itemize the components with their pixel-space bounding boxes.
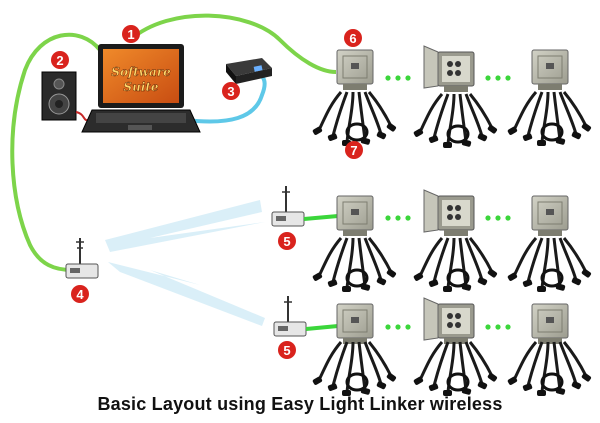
marker-receiver-row2: 5: [278, 232, 296, 250]
speaker-icon: [41, 71, 91, 122]
svg-text:5: 5: [283, 234, 290, 249]
blue-usb-cable: [184, 74, 267, 124]
svg-text:3: 3: [227, 84, 234, 99]
controller-box-icon: [531, 49, 569, 91]
green-cable-to-transmitter: [10, 32, 102, 272]
svg-text:2: 2: [56, 53, 63, 68]
diagram-caption: Basic Layout using Easy Light Linker wir…: [97, 394, 503, 414]
light-cords-icon: [505, 340, 594, 398]
svg-text:6: 6: [349, 31, 356, 46]
light-cords-icon: [411, 236, 500, 294]
svg-text:1: 1: [127, 27, 134, 42]
light-cords-icon: [505, 236, 594, 294]
light-cords-icon: [310, 236, 399, 294]
open-controller-box-icon: [423, 189, 475, 237]
open-controller-box-icon: [423, 45, 475, 93]
link-dots: [385, 215, 511, 221]
marker-receiver-row3: 5: [278, 341, 296, 359]
marker-light-cords: 7: [345, 141, 363, 159]
controller-box-icon: [336, 49, 374, 91]
usb-interface-icon: [226, 58, 272, 84]
marker-usb-interface: 3: [222, 82, 240, 100]
marker-laptop: 1: [122, 25, 140, 43]
controller-box-icon: [336, 303, 374, 345]
link-dots: [385, 75, 511, 81]
transmitter-icon: [65, 238, 99, 279]
receiver-icon-row3: [273, 296, 307, 337]
marker-speaker: 2: [51, 51, 69, 69]
controller-box-icon: [336, 195, 374, 237]
controller-row-2: [310, 189, 594, 294]
marker-controller-box: 6: [344, 29, 362, 47]
controller-row-3: [310, 297, 594, 398]
marker-transmitter: 4: [71, 285, 89, 303]
open-controller-box-icon: [423, 297, 475, 345]
wireless-signal: [105, 200, 265, 326]
svg-text:4: 4: [76, 287, 84, 302]
controller-box-icon: [531, 195, 569, 237]
link-dots: [385, 324, 511, 330]
light-cords-icon: [310, 340, 399, 398]
svg-text:7: 7: [350, 143, 357, 158]
svg-text:5: 5: [283, 343, 290, 358]
receiver-icon-row2: [271, 186, 305, 227]
controller-box-icon: [531, 303, 569, 345]
light-cords-icon: [411, 340, 500, 398]
laptop-screen-line2: Suite: [123, 80, 158, 94]
light-cords-icon: [411, 92, 500, 150]
laptop-icon: Software Suite: [81, 44, 201, 133]
controller-row-1: [310, 45, 594, 150]
light-cords-icon: [310, 90, 399, 148]
laptop-screen-line1: Software: [111, 65, 171, 79]
light-cords-icon: [505, 90, 594, 148]
green-cable-to-controller: [128, 13, 337, 74]
